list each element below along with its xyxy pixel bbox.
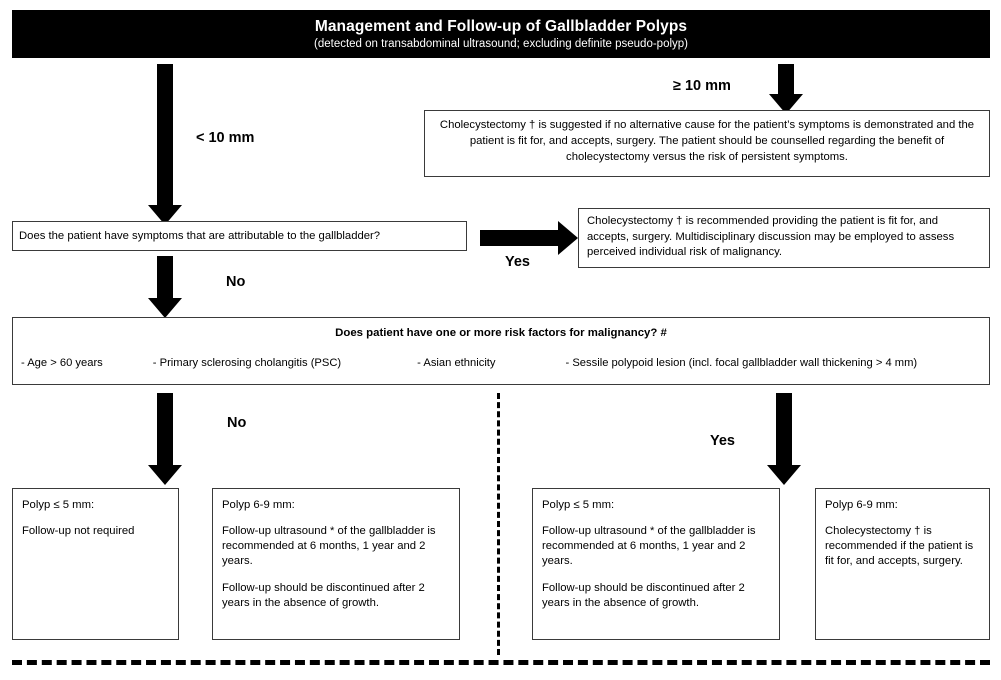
node-outcome-risk-polyp-5mm: Polyp ≤ 5 mm: Follow-up ultrasound * of … [532, 488, 780, 640]
outcome-paragraph: Follow-up not required [22, 525, 135, 538]
outcome-paragraph: Follow-up should be discontinued after 2… [542, 581, 745, 609]
arrow-symptoms-yes [480, 220, 578, 256]
arrow-greater-equal-10mm [768, 64, 804, 114]
outcome-paragraph: Follow-up ultrasound * of the gallbladde… [542, 525, 756, 568]
risk-factor-item: - Primary sclerosing cholangitis (PSC) [152, 357, 342, 369]
page-title: Management and Follow-up of Gallbladder … [314, 17, 688, 35]
risk-factor-item: - Sessile polypoid lesion (incl. focal g… [565, 357, 918, 369]
label-risk-no: No [227, 415, 247, 431]
arrow-risk-no [147, 393, 183, 485]
horizontal-dashed-divider [12, 660, 990, 665]
arrow-symptoms-no [147, 256, 183, 318]
risk-factor-list: - Age > 60 years - Primary sclerosing ch… [13, 357, 989, 369]
node-symptomatic-recommendation-text: Cholecystectomy † is recommended providi… [587, 215, 955, 259]
outcome-heading: Polyp 6-9 mm: [825, 499, 898, 511]
node-outcome-risk-polyp-6-9mm: Polyp 6-9 mm: Cholecystectomy † is recom… [815, 488, 990, 640]
outcome-paragraph: Follow-up should be discontinued after 2… [222, 581, 425, 609]
page-subtitle: (detected on transabdominal ultrasound; … [314, 37, 688, 50]
label-less-than-10mm: < 10 mm [196, 130, 255, 146]
arrow-less-than-10mm [147, 64, 183, 225]
risk-factor-item: - Asian ethnicity [417, 357, 496, 369]
outcome-paragraph: Cholecystectomy † is recommended if the … [825, 525, 974, 568]
outcome-heading: Polyp ≤ 5 mm: [22, 499, 95, 511]
arrow-risk-yes [766, 393, 802, 485]
node-symptoms-question: Does the patient have symptoms that are … [12, 221, 467, 251]
label-risk-yes: Yes [710, 433, 735, 449]
risk-factor-item: - Age > 60 years [21, 357, 103, 369]
node-symptomatic-recommendation: Cholecystectomy † is recommended providi… [578, 208, 990, 268]
node-risk-question-text: Does patient have one or more risk facto… [335, 327, 667, 339]
node-ge10-recommendation: Cholecystectomy † is suggested if no alt… [424, 110, 990, 177]
outcome-heading: Polyp 6-9 mm: [222, 499, 295, 511]
node-risk-question: Does patient have one or more risk facto… [12, 317, 990, 385]
label-symptoms-no: No [226, 274, 246, 290]
outcome-paragraph: Follow-up ultrasound * of the gallbladde… [222, 525, 436, 568]
outcome-heading: Polyp ≤ 5 mm: [542, 499, 615, 511]
label-symptoms-yes: Yes [505, 254, 530, 270]
vertical-dashed-divider [497, 393, 500, 655]
node-ge10-recommendation-text: Cholecystectomy † is suggested if no alt… [439, 119, 975, 164]
node-outcome-no-risk-polyp-5mm: Polyp ≤ 5 mm: Follow-up not required [12, 488, 179, 640]
chart-title-banner: Management and Follow-up of Gallbladder … [12, 10, 990, 58]
label-greater-equal-10mm: ≥ 10 mm [673, 78, 731, 94]
node-outcome-no-risk-polyp-6-9mm: Polyp 6-9 mm: Follow-up ultrasound * of … [212, 488, 460, 640]
node-symptoms-question-text: Does the patient have symptoms that are … [19, 229, 381, 242]
